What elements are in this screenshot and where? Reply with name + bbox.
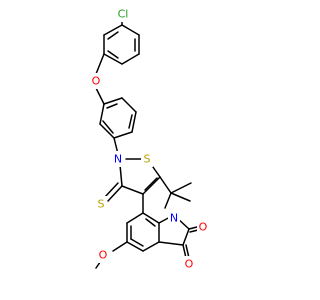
- core-nitrogen-label: N: [170, 212, 178, 225]
- chemical-structure: Cl O N S S N O O O: [90, 6, 210, 272]
- atom-labels: Cl O N S S N O O O: [92, 8, 208, 271]
- ring-sulfur-label: S: [144, 153, 151, 166]
- thione-sulfur-label: S: [98, 198, 105, 211]
- carbonyl-oxygen-label-1: O: [199, 221, 208, 234]
- carbonyl-oxygen-label-2: O: [185, 258, 194, 271]
- ether-oxygen-label: O: [92, 75, 101, 88]
- bond-lines: [95, 15, 203, 269]
- atom-label-backgrounds: [90, 6, 210, 272]
- ring-nitrogen-label: N: [114, 153, 122, 166]
- chlorine-label: Cl: [118, 8, 129, 21]
- methoxy-oxygen-label: O: [99, 249, 108, 262]
